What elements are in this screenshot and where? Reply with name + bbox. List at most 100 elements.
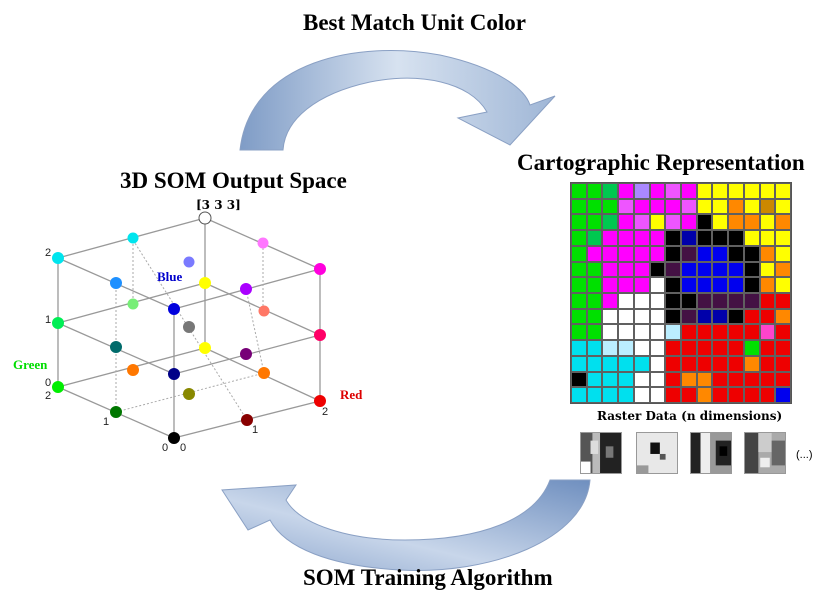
grid-cell bbox=[633, 245, 650, 262]
grid-cell bbox=[712, 198, 729, 215]
grid-cell bbox=[728, 277, 744, 293]
grid-cell bbox=[759, 277, 776, 293]
grid-cell bbox=[712, 340, 729, 356]
grid-cell bbox=[649, 324, 666, 341]
grid-cell bbox=[571, 230, 587, 246]
grid-cell bbox=[618, 371, 634, 388]
grid-cell bbox=[743, 230, 760, 246]
grid-cell bbox=[602, 293, 619, 309]
grid-cell bbox=[665, 324, 681, 341]
grid-cell bbox=[775, 214, 791, 231]
grid-cell bbox=[681, 277, 697, 293]
grid-cell bbox=[728, 198, 744, 215]
grid-cell bbox=[696, 277, 713, 293]
axis-label-blue: Blue bbox=[157, 269, 183, 284]
tick-label: 2 bbox=[45, 390, 52, 402]
grid-cell bbox=[665, 387, 681, 403]
grid-cell bbox=[649, 198, 666, 215]
grid-cell bbox=[728, 308, 744, 325]
grid-cell bbox=[728, 324, 744, 341]
grid-cell bbox=[743, 387, 760, 403]
grid-cell bbox=[681, 198, 697, 215]
bottom-arrow bbox=[221, 479, 591, 571]
grid-cell bbox=[571, 293, 587, 309]
grid-cell bbox=[633, 308, 650, 325]
grid-cell bbox=[775, 293, 791, 309]
grid-cell bbox=[743, 340, 760, 356]
grid-cell bbox=[712, 387, 729, 403]
grid-cell bbox=[602, 371, 619, 388]
grid-cell bbox=[571, 245, 587, 262]
grid-cell bbox=[618, 230, 634, 246]
grid-cell bbox=[649, 308, 666, 325]
more-rasters-ellipsis: (...) bbox=[796, 449, 813, 461]
grid-cell bbox=[681, 387, 697, 403]
grid-cell bbox=[618, 198, 634, 215]
grid-cell bbox=[681, 230, 697, 246]
title-som-training: SOM Training Algorithm bbox=[303, 565, 553, 590]
grid-cell bbox=[743, 277, 760, 293]
grid-cell bbox=[728, 230, 744, 246]
som-cube bbox=[52, 211, 326, 444]
grid-cell bbox=[618, 355, 634, 372]
grid-cell bbox=[696, 355, 713, 372]
grid-cell bbox=[618, 340, 634, 356]
raster-thumbnail bbox=[690, 432, 732, 474]
title-cartographic: Cartographic Representation bbox=[517, 150, 805, 175]
grid-cell bbox=[618, 277, 634, 293]
grid-cell bbox=[665, 371, 681, 388]
tick-label: 1 bbox=[45, 314, 52, 326]
grid-cell bbox=[665, 355, 681, 372]
grid-cell bbox=[633, 293, 650, 309]
grid-cell bbox=[571, 324, 587, 341]
grid-cell bbox=[743, 355, 760, 372]
grid-cell bbox=[665, 183, 681, 199]
grid-cell bbox=[649, 340, 666, 356]
grid-cell bbox=[602, 198, 619, 215]
tick-label: 1 bbox=[252, 424, 259, 436]
grid-cell bbox=[759, 183, 776, 199]
grid-cell bbox=[759, 355, 776, 372]
grid-cell bbox=[775, 183, 791, 199]
grid-cell bbox=[649, 245, 666, 262]
grid-cell bbox=[618, 324, 634, 341]
grid-cell bbox=[633, 183, 650, 199]
grid-cell bbox=[602, 277, 619, 293]
grid-cell bbox=[586, 293, 603, 309]
grid-cell bbox=[586, 324, 603, 341]
tick-label: 0 bbox=[45, 377, 52, 389]
grid-cell bbox=[633, 355, 650, 372]
grid-cell bbox=[571, 355, 587, 372]
raster-thumbnail bbox=[744, 432, 786, 474]
grid-cell bbox=[586, 214, 603, 231]
grid-cell bbox=[728, 261, 744, 278]
grid-cell bbox=[586, 387, 603, 403]
grid-cell bbox=[681, 293, 697, 309]
top-arrow bbox=[239, 50, 556, 151]
grid-cell bbox=[712, 355, 729, 372]
grid-cell bbox=[743, 324, 760, 341]
grid-cell bbox=[571, 308, 587, 325]
grid-cell bbox=[728, 214, 744, 231]
grid-cell bbox=[712, 308, 729, 325]
grid-cell bbox=[618, 387, 634, 403]
grid-cell bbox=[649, 277, 666, 293]
grid-cell bbox=[712, 293, 729, 309]
grid-cell bbox=[681, 261, 697, 278]
grid-cell bbox=[665, 198, 681, 215]
tick-label: 2 bbox=[322, 406, 329, 418]
grid-cell bbox=[759, 198, 776, 215]
grid-cell bbox=[743, 371, 760, 388]
grid-cell bbox=[696, 261, 713, 278]
axis-label-green: Green bbox=[13, 357, 48, 372]
grid-cell bbox=[586, 261, 603, 278]
grid-cell bbox=[681, 355, 697, 372]
grid-cell bbox=[649, 371, 666, 388]
title-som-space: 3D SOM Output Space bbox=[120, 168, 347, 193]
grid-cell bbox=[712, 324, 729, 341]
grid-cell bbox=[586, 340, 603, 356]
grid-cell bbox=[665, 245, 681, 262]
grid-cell bbox=[586, 183, 603, 199]
tick-label: 0 bbox=[180, 442, 187, 454]
grid-cell bbox=[571, 387, 587, 403]
